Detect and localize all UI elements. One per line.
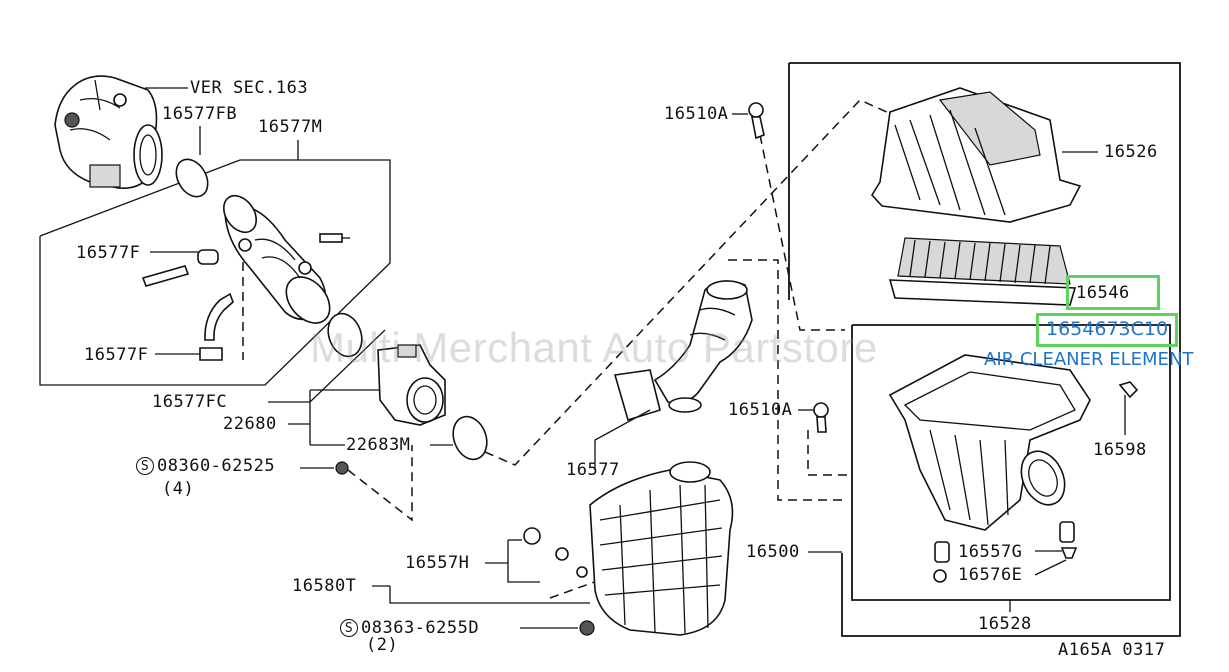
label-16510A-mid: 16510A	[728, 400, 793, 420]
label-16557G: 16557G	[958, 542, 1023, 562]
label-16577F-upper: 16577F	[76, 243, 141, 263]
part-description: AIR CLEANER ELEMENT	[984, 349, 1194, 370]
label-16576E: 16576E	[958, 565, 1023, 585]
bolt-08360-drawing	[300, 461, 349, 475]
throttle-body-drawing	[54, 75, 188, 190]
label-quantity-4: (4)	[162, 479, 195, 499]
service-mark-icon: S	[340, 619, 358, 637]
label-ver-sec-163: VER SEC.163	[190, 78, 309, 98]
label-16577F-lower: 16577F	[84, 345, 149, 365]
service-mark-icon: S	[136, 457, 154, 475]
air-cleaner-body-drawing	[798, 354, 1139, 612]
part-number-link[interactable]: 1654673C10	[1046, 318, 1169, 340]
highlight-box-part-number[interactable]	[1036, 313, 1178, 347]
label-16557H: 16557H	[405, 553, 470, 573]
airflow-meter-drawing	[288, 344, 488, 461]
part-number-text: 08363-6255D	[361, 618, 480, 638]
intake-hose-drawing	[141, 126, 363, 361]
label-16580T: 16580T	[292, 576, 357, 596]
label-16546[interactable]: 16546	[1076, 283, 1130, 303]
label-16598: 16598	[1093, 440, 1147, 460]
air-duct-drawing	[594, 280, 753, 468]
highlight-box-16546[interactable]	[1066, 275, 1160, 310]
air-cleaner-cover-drawing	[732, 87, 1098, 223]
dashed-connectors	[242, 99, 901, 599]
part-number-text: 08360-62525	[157, 456, 276, 476]
label-quantity-2: (2)	[366, 635, 399, 655]
label-16500: 16500	[746, 542, 800, 562]
label-16577FB: 16577FB	[162, 104, 238, 124]
label-16577M: 16577M	[258, 117, 323, 137]
watermark: Multi Merchant Auto Partstore	[310, 324, 878, 371]
label-16510A-top: 16510A	[664, 104, 729, 124]
label-22680: 22680	[223, 414, 277, 434]
resonator-drawing	[372, 461, 734, 636]
label-16528: 16528	[978, 614, 1032, 634]
label-16577FC: 16577FC	[152, 392, 228, 412]
label-16577: 16577	[566, 460, 620, 480]
filter-element-drawing	[888, 237, 1077, 306]
label-22683M: 22683M	[346, 435, 411, 455]
label-16526: 16526	[1104, 142, 1158, 162]
figure-code: A165A 0317	[1058, 640, 1166, 660]
